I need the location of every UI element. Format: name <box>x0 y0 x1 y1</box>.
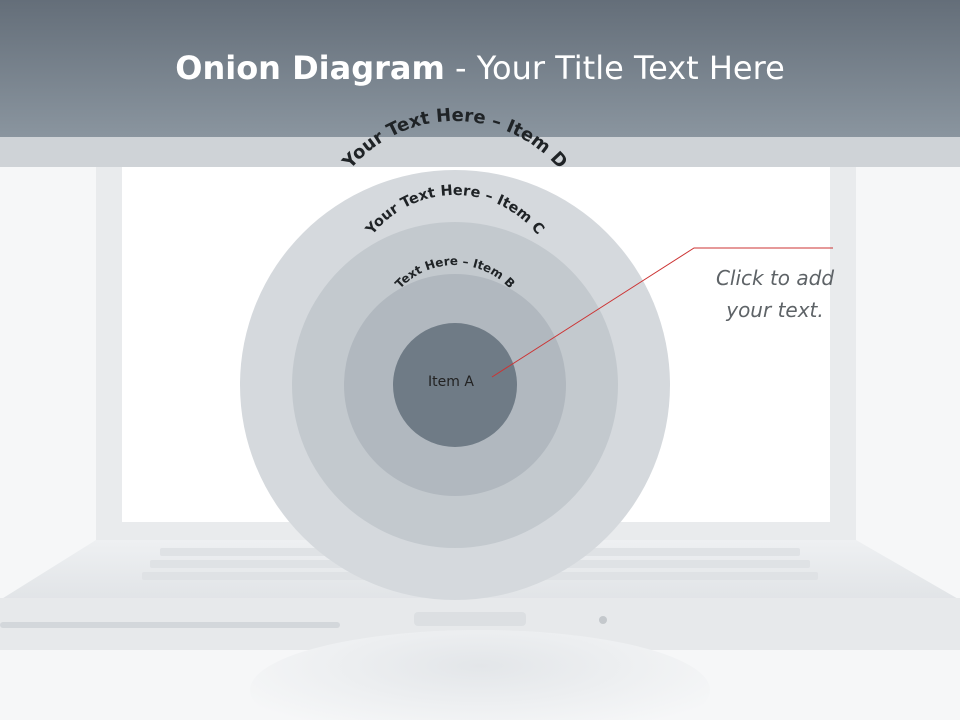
callout-line <box>491 247 833 378</box>
layer-a-label: Item A <box>428 374 474 390</box>
title-bold: Onion Diagram <box>175 49 445 87</box>
layer-a-circle[interactable] <box>393 323 517 447</box>
callout-text[interactable]: Click to add your text. <box>690 262 860 326</box>
laptop-latch <box>414 612 526 626</box>
laptop-light <box>599 616 607 624</box>
laptop-slot <box>0 622 340 628</box>
diagram-reflection <box>250 630 710 720</box>
header-bar <box>0 0 960 137</box>
callout-line-2: your text. <box>726 298 824 322</box>
slide-title: Onion Diagram - Your Title Text Here <box>0 46 960 90</box>
layer-d-label: Your Text Here – Item D <box>338 105 571 174</box>
title-rest: - Your Title Text Here <box>444 49 785 87</box>
callout-line-1: Click to add <box>715 266 835 290</box>
header-subband <box>0 137 960 167</box>
